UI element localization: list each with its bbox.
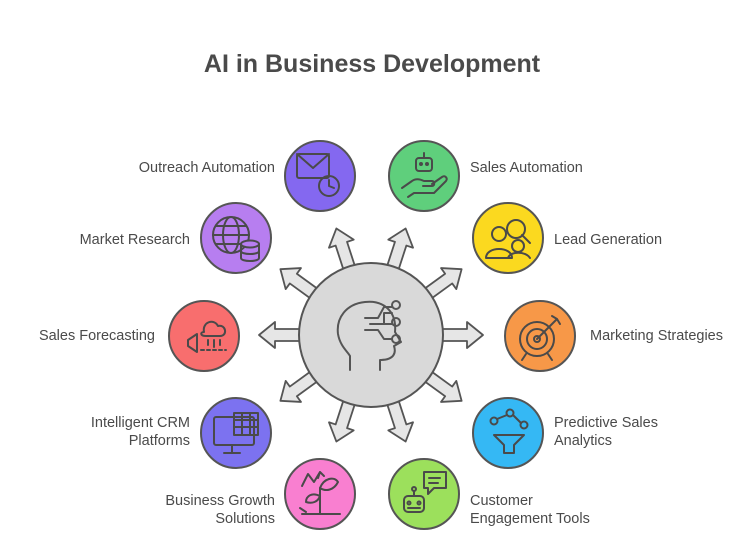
envelope-clock-icon xyxy=(296,153,340,197)
funnel-graph-icon xyxy=(489,408,529,454)
node-market xyxy=(200,202,272,274)
head-network-icon xyxy=(336,300,402,371)
target-arrow-icon xyxy=(519,315,561,361)
node-label-outreach: Outreach Automation xyxy=(138,160,275,176)
node-growth xyxy=(284,458,356,530)
chat-robot-icon xyxy=(403,471,447,513)
page-title: AI in Business Development xyxy=(203,50,541,78)
node-engagement xyxy=(388,458,460,530)
node-lead xyxy=(472,202,544,274)
node-label-forecast: Sales Forecasting xyxy=(38,328,155,344)
plant-growth-icon xyxy=(299,471,341,515)
node-outreach xyxy=(284,140,356,212)
node-marketing xyxy=(504,300,576,372)
node-label-lead: Lead Generation xyxy=(554,232,663,248)
node-sales-auto xyxy=(388,140,460,212)
robot-hand-icon xyxy=(401,152,448,198)
globe-database-icon xyxy=(212,216,260,262)
node-label-sales-auto: Sales Automation xyxy=(470,160,583,176)
monitor-table-icon xyxy=(213,412,259,454)
node-forecast xyxy=(168,300,240,372)
node-label-market: Market Research xyxy=(79,232,190,248)
people-search-icon xyxy=(485,219,531,259)
hub-circle xyxy=(298,262,444,408)
node-predictive xyxy=(472,397,544,469)
node-label-marketing: Marketing Strategies xyxy=(590,328,723,344)
node-crm xyxy=(200,397,272,469)
cloud-rain-icon xyxy=(187,320,227,353)
